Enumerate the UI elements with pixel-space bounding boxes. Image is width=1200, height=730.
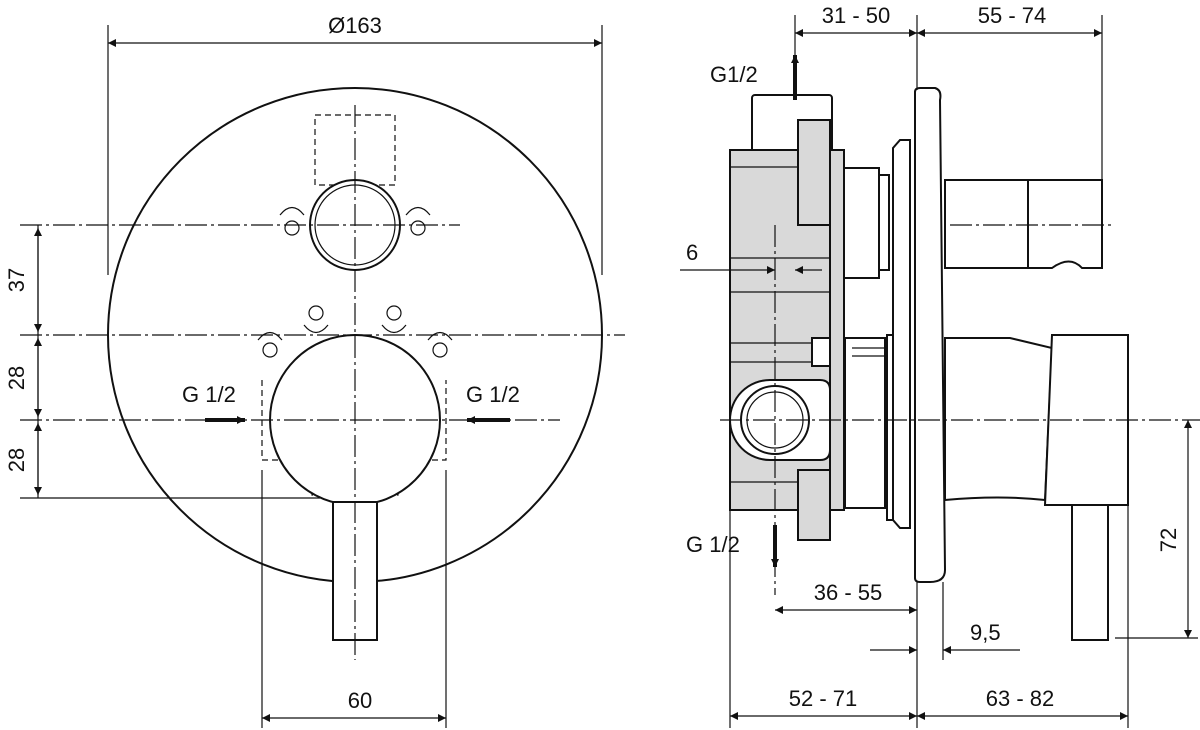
inlet-right-label: G 1/2 xyxy=(466,382,520,407)
mounting-lugs xyxy=(257,206,453,358)
diameter-label: Ø163 xyxy=(328,13,382,38)
front-view: Ø163 37 28 28 G 1/2 G 1/2 60 xyxy=(4,13,625,728)
outlet-top-label: G1/2 xyxy=(710,62,758,87)
dim-37: 37 xyxy=(4,268,29,292)
dim-31-50: 31 - 50 xyxy=(822,3,891,28)
dim-63-82: 63 - 82 xyxy=(986,686,1055,711)
side-view: G1/2 G 1/2 31 - 50 55 - 74 6 36 - 55 9,5… xyxy=(680,3,1200,728)
dim-6: 6 xyxy=(686,240,698,265)
dim-28-upper: 28 xyxy=(4,366,29,390)
dim-28-lower: 28 xyxy=(4,448,29,472)
cover-plate-side xyxy=(914,87,947,583)
dim-36-55: 36 - 55 xyxy=(814,580,883,605)
diverter-knob xyxy=(944,179,1029,269)
inlet-left-label: G 1/2 xyxy=(182,382,236,407)
dim-55-74: 55 - 74 xyxy=(978,3,1047,28)
dim-60: 60 xyxy=(348,688,372,713)
dim-72: 72 xyxy=(1156,528,1181,552)
dim-52-71: 52 - 71 xyxy=(789,686,858,711)
outlet-bottom-label: G 1/2 xyxy=(686,532,740,557)
threaded-ring xyxy=(892,139,911,529)
lever-rod xyxy=(1071,504,1109,641)
lever-hub xyxy=(944,337,1054,502)
dim-9-5: 9,5 xyxy=(970,620,1001,645)
